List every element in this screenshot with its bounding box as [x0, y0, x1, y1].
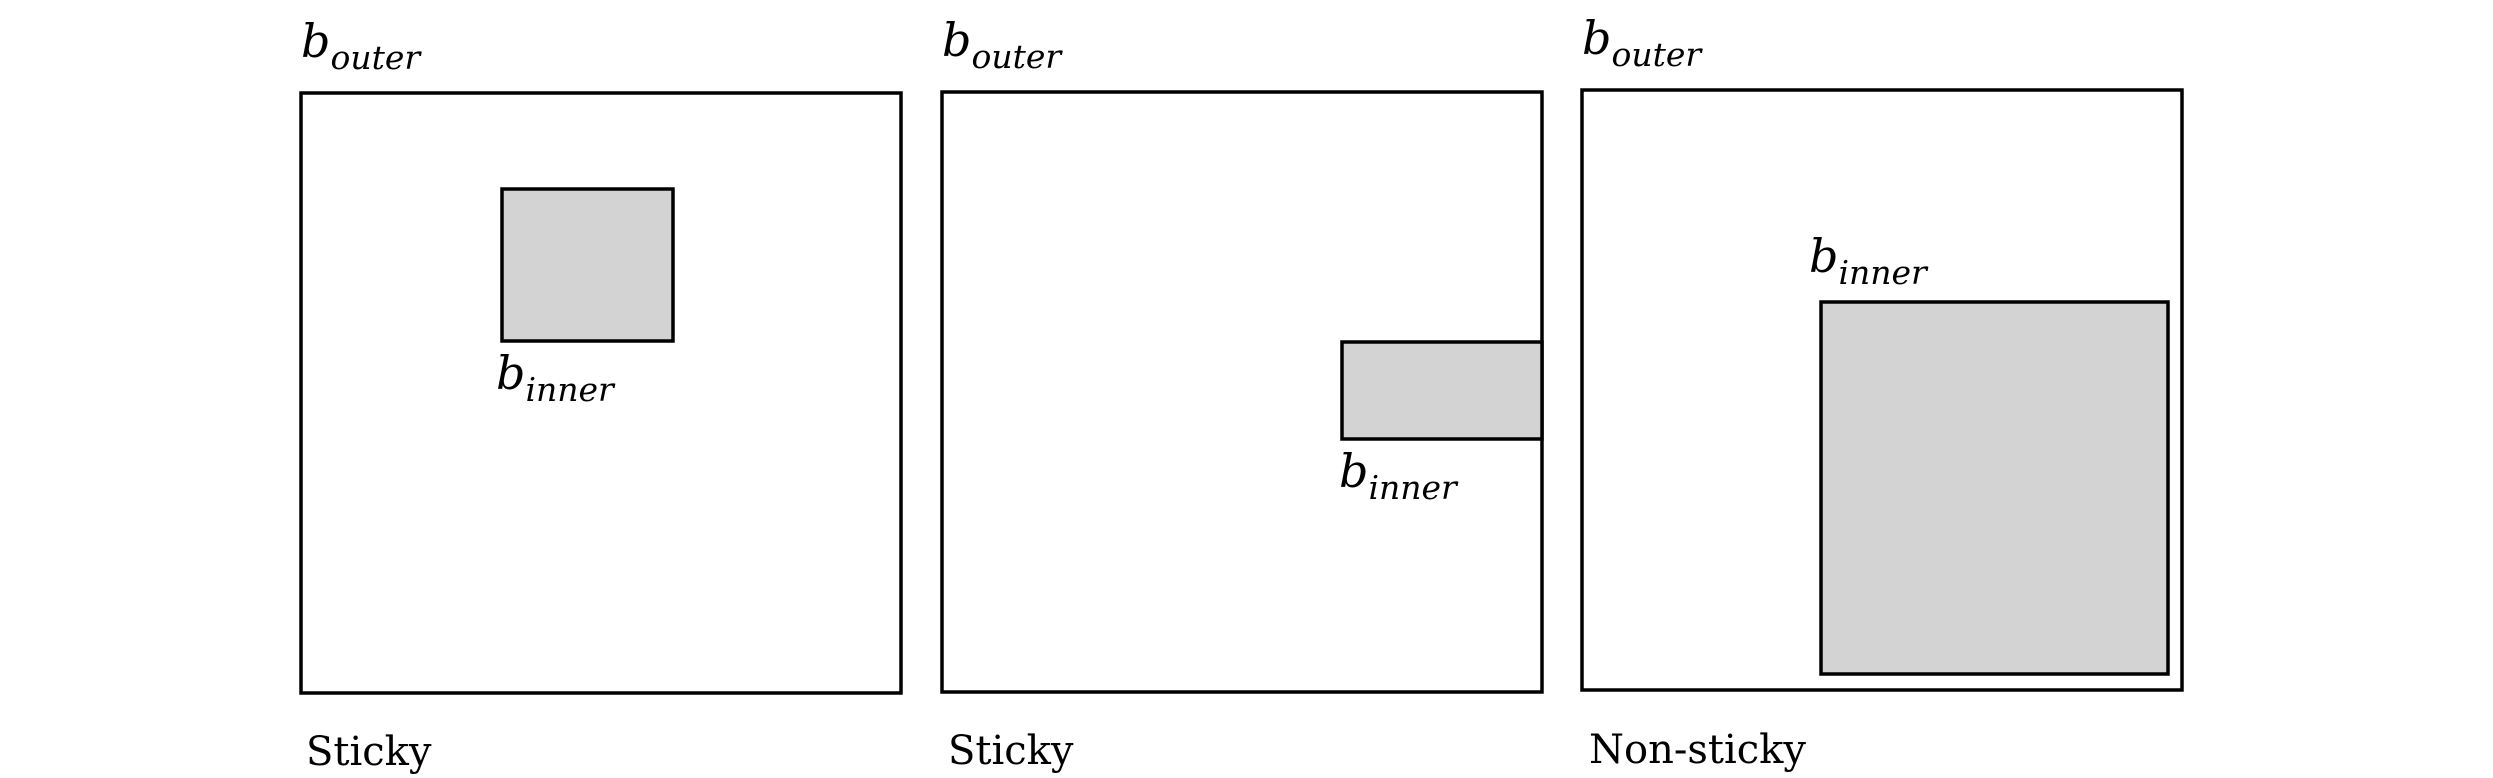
panel-caption: Sticky [306, 729, 432, 775]
inner-box-label: binner [1339, 444, 1459, 507]
panel-sticky-inside: bouter binner Sticky [299, 14, 903, 775]
panel-sticky-edge: bouter binner Sticky [940, 13, 1544, 774]
panel-non-sticky: bouter binner Non-sticky [1580, 11, 2184, 773]
panel-caption: Sticky [948, 728, 1074, 774]
panel-caption: Non-sticky [1589, 727, 1806, 773]
inner-box-label: binner [1809, 229, 1929, 292]
inner-box [1340, 340, 1544, 441]
outer-box-label: bouter [301, 14, 422, 77]
outer-box-label: bouter [1582, 11, 1703, 74]
outer-box-label: bouter [942, 13, 1063, 76]
inner-box-label: binner [496, 346, 616, 409]
inner-box [1819, 300, 2170, 676]
inner-box [500, 187, 675, 343]
